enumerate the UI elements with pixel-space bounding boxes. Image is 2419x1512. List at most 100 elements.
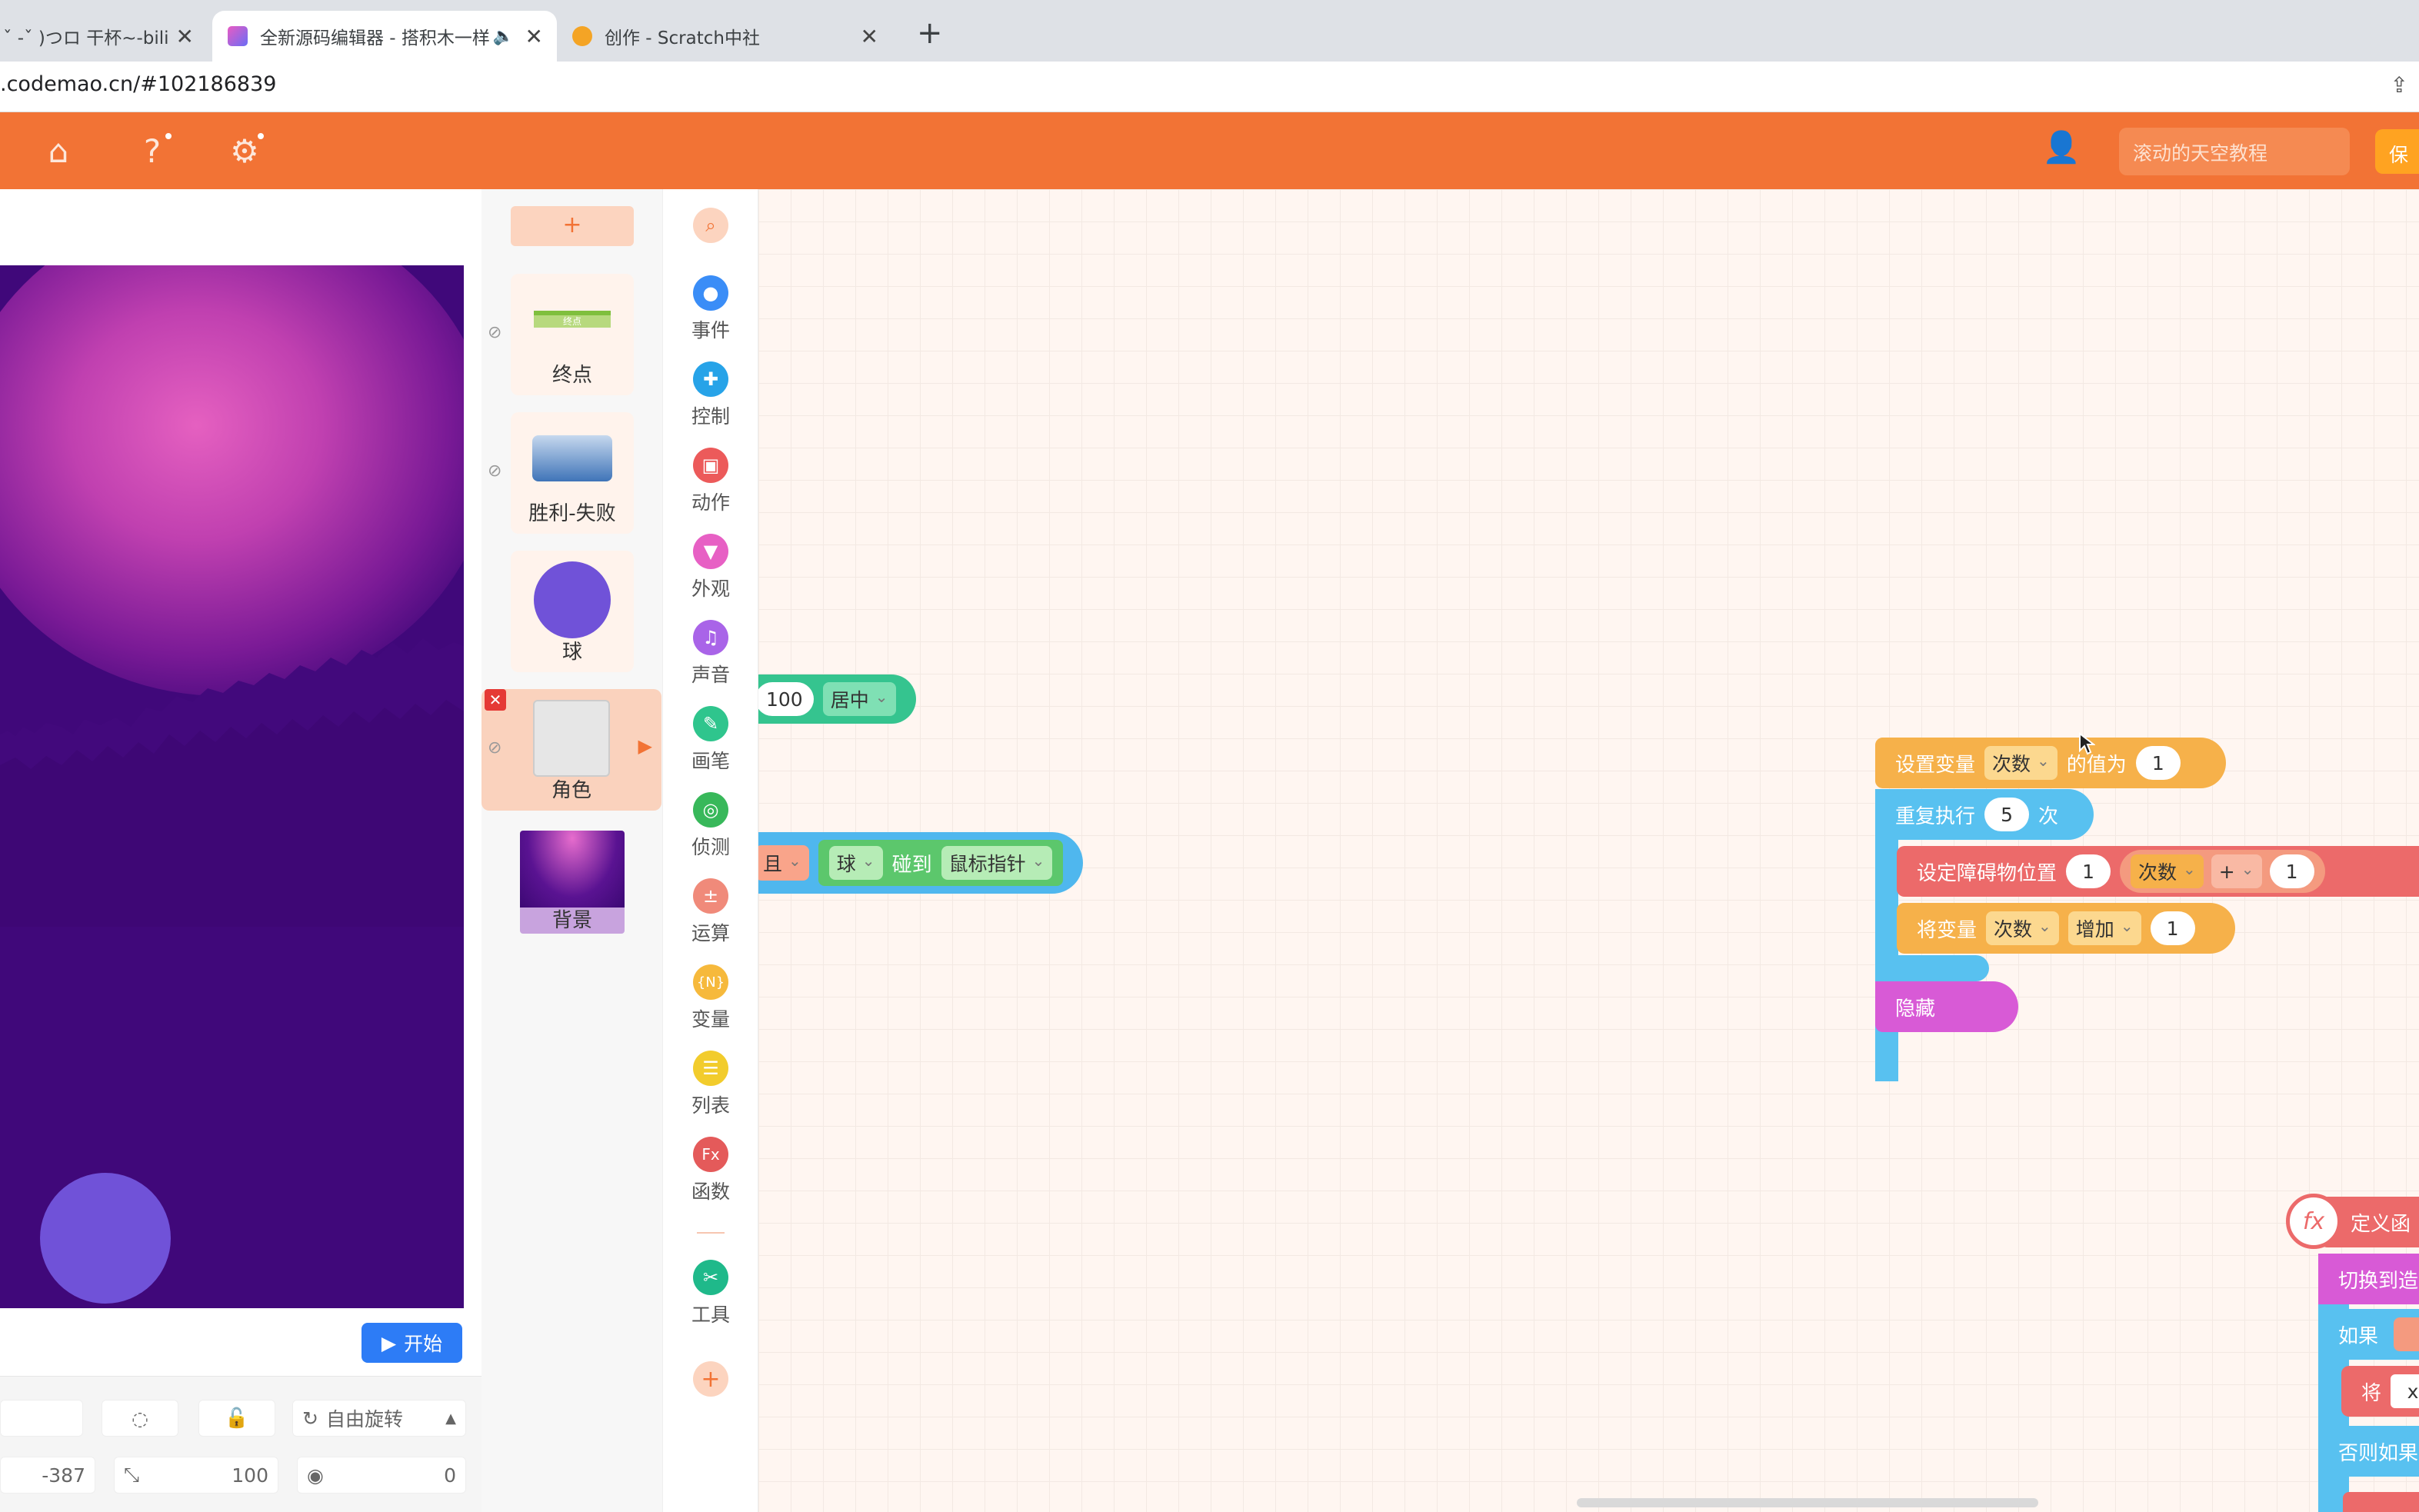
address-bar[interactable]: .codemao.cn/#102186839 ⇪ [0,62,2419,112]
variable-dropdown[interactable]: 次数 [1984,746,2057,780]
repeat-block[interactable]: 重复执行 5 次 [1875,789,2094,840]
add-extension-button[interactable]: + [663,1361,758,1401]
sprite-item-ball[interactable]: 球 [511,551,634,672]
sprite-name-field[interactable] [0,1400,83,1437]
repeat-block-footer [1875,955,1989,981]
add-user-icon[interactable]: 👤 [2042,130,2081,165]
sprite-item-character[interactable]: ✕ ⊘ ▶ 角色 [481,689,661,811]
sprite-item-win-lose[interactable]: 胜利-失败 [511,412,634,534]
eye-hidden-icon[interactable]: ⊘ [488,323,502,342]
category-events[interactable]: ●事件 [663,275,758,343]
url-text[interactable]: .codemao.cn/#102186839 [0,72,277,96]
category-control[interactable]: ✚控制 [663,361,758,429]
settings-gear-icon[interactable]: ⚙ [223,129,266,172]
x-position-field[interactable]: -387 [0,1457,95,1494]
sprite-item-end[interactable]: 终点 终点 [511,274,634,395]
lock-icon: 🔓 [225,1407,249,1429]
condition-slot[interactable] [2394,1317,2419,1351]
code-workspace[interactable]: 100 居中 且 球 碰到 鼠标指针 设置变量 次数 的值为 1 重复执行 5 … [758,189,2419,1512]
project-name-input[interactable]: 滚动的天空教程 [2119,128,2350,175]
category-search[interactable]: ⌕ [663,208,758,248]
dropdown-value: 次数 [1992,753,2031,775]
else-if-block[interactable]: 否则如果 [2318,1426,2419,1477]
pen-block-partial[interactable]: 100 居中 [758,674,916,724]
set-variable-block[interactable]: 设置变量 次数 的值为 1 [1875,738,2226,788]
new-tab-icon[interactable]: + [917,15,943,51]
lock-toggle[interactable]: 🔓 [198,1400,275,1437]
value-input[interactable]: 1 [2269,854,2314,888]
category-label: 控制 [691,405,730,428]
character-thumbnail [533,700,610,777]
music-icon: ♫ [693,620,728,655]
share-icon[interactable]: ⇪ [2390,72,2408,98]
close-icon[interactable]: ✕ [175,23,194,49]
horizontal-scrollbar[interactable] [1577,1498,2038,1507]
rotation-mode-select[interactable]: ↻ 自由旋转 ▲ [292,1400,466,1437]
ball-sprite[interactable] [40,1173,171,1304]
operator-dropdown[interactable]: + [2211,854,2262,888]
speaker-icon[interactable]: 🔈 [492,26,514,46]
expand-arrow-icon[interactable]: ▶ [638,735,652,757]
category-sound[interactable]: ♫声音 [663,620,758,688]
category-tools[interactable]: ✂工具 [663,1260,758,1327]
variable-dropdown[interactable]: 次数 [2131,854,2204,888]
category-label: 画笔 [691,750,730,772]
block-label: 次 [2038,804,2059,828]
switch-costume-block[interactable]: 切换到造 [2318,1254,2419,1304]
and-operator[interactable]: 且 [758,845,809,881]
category-operators[interactable]: ±运算 [663,878,758,946]
variable-dropdown[interactable]: 次数 [1986,911,2059,945]
end-sprite-thumbnail: 终点 [534,311,611,328]
function-icon: fx [2286,1194,2341,1249]
eye-hidden-icon[interactable]: ⊘ [488,461,502,481]
browser-tab-active[interactable]: 全新源码编辑器 - 搭积木一样 🔈 ✕ [212,11,557,62]
category-lists[interactable]: ☰列表 [663,1051,758,1118]
set-obstacle-position-block[interactable]: 设定障碍物位置 1 次数 + 1 [1897,846,2419,897]
value-input[interactable]: 100 [758,682,814,716]
change-mode-dropdown[interactable]: 增加 [2067,911,2141,945]
value-input[interactable]: 1 [2066,854,2111,888]
editor-main: ▶ 开始 ◌ 🔓 ↻ 自由旋转 ▲ -387 ⤡ 100 ◉ 0 + ⊘ [0,189,2419,1512]
size-value: 100 [232,1464,268,1487]
eye-hidden-icon[interactable]: ⊘ [488,738,502,758]
align-dropdown[interactable]: 居中 [822,682,896,716]
touching-block[interactable]: 球 碰到 鼠标指针 [818,840,1064,886]
size-field[interactable]: ⤡ 100 [114,1457,278,1494]
category-sensing[interactable]: ◎侦测 [663,792,758,860]
sprite-properties-bar: ◌ 🔓 ↻ 自由旋转 ▲ -387 ⤡ 100 ◉ 0 [0,1376,481,1512]
browser-tab[interactable]: 创作 - Scratch中社 ✕ [561,11,892,62]
repeat-count-input[interactable]: 5 [1984,798,2030,831]
dropdown-value: 次数 [1994,918,2033,941]
set-x-block[interactable]: 将 x [2341,1366,2419,1417]
nested-block-partial [2343,1492,2419,1512]
hide-block[interactable]: 隐藏 [1875,981,2018,1032]
start-button[interactable]: ▶ 开始 [362,1323,462,1363]
delete-sprite-icon[interactable]: ✕ [485,689,506,711]
browser-tab[interactable]: ˇ -ˇ )つロ 干杯~-bili ✕ [0,11,208,62]
block-label: 的值为 [2066,753,2127,777]
target-dropdown[interactable]: 鼠标指针 [941,846,1053,880]
category-variables[interactable]: {N}变量 [663,964,758,1032]
category-pen[interactable]: ✎画笔 [663,706,758,774]
if-block[interactable]: 如果 [2318,1309,2419,1360]
value-input[interactable]: 1 [2135,746,2181,780]
category-looks[interactable]: ▼外观 [663,534,758,601]
save-button[interactable]: 保 [2375,129,2419,174]
close-icon[interactable]: ✕ [525,23,543,49]
direction-field[interactable]: ◉ 0 [297,1457,466,1494]
close-icon[interactable]: ✕ [860,23,878,49]
change-variable-block[interactable]: 将变量 次数 增加 1 [1897,903,2235,954]
add-operator-block[interactable]: 次数 + 1 [2120,850,2325,893]
condition-block[interactable]: 且 球 碰到 鼠标指针 [758,832,1084,894]
stage-canvas[interactable] [0,265,464,1308]
backpack-icon[interactable]: ⌂ [48,132,69,170]
sprite-item-background[interactable]: 背景 [511,831,634,952]
value-input[interactable]: 1 [2150,911,2195,945]
help-icon[interactable]: ? [131,129,174,172]
value-input[interactable]: x [2391,1374,2419,1408]
sprite-dropdown[interactable]: 球 [828,846,883,880]
add-sprite-button[interactable]: + [511,206,634,246]
visibility-toggle[interactable]: ◌ [102,1400,178,1437]
category-motion[interactable]: ▣动作 [663,448,758,515]
